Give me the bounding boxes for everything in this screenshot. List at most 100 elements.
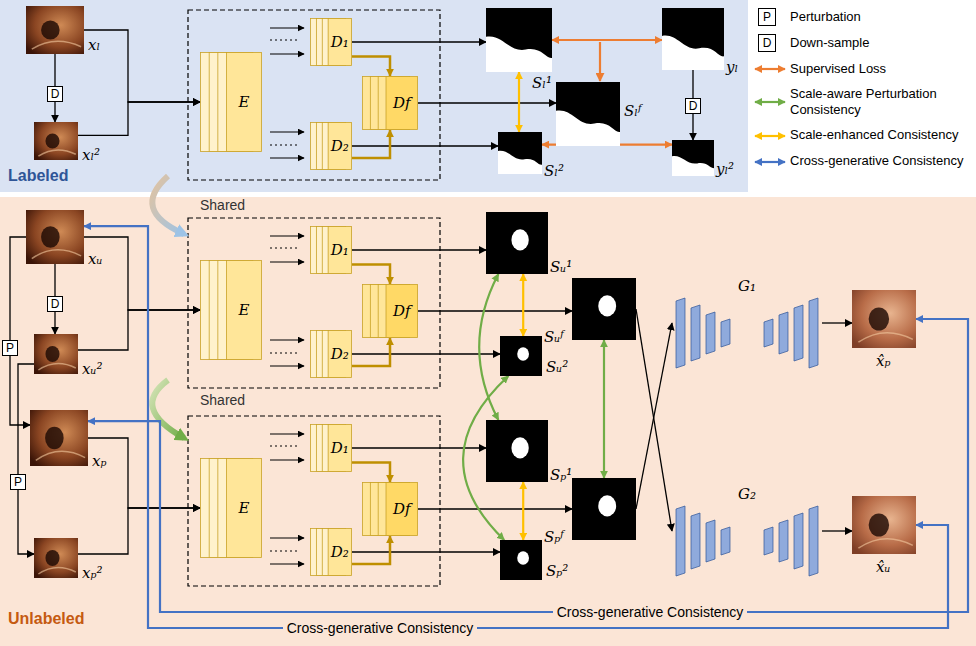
connector	[552, 39, 662, 41]
mask-node: Sₚ²	[500, 540, 542, 580]
network-frame	[188, 416, 440, 586]
math-label: Sᵤ²	[546, 358, 568, 376]
math-label: yₗ	[726, 58, 738, 76]
shared-arrow	[152, 176, 184, 234]
connector	[522, 274, 524, 336]
generator-node: G₂	[672, 484, 822, 578]
connector	[84, 226, 948, 628]
segmentation-mask	[486, 420, 548, 482]
image-node: xᵤ	[26, 210, 84, 264]
network-frame	[188, 218, 440, 388]
legend-arrow-line	[755, 134, 785, 136]
connector	[418, 310, 572, 311]
math-label: x̂ₚ	[876, 352, 890, 370]
endoscopy-photo	[34, 538, 78, 578]
connector	[18, 490, 34, 554]
math-label: Sₗ¹	[532, 74, 552, 92]
skip-arrows	[270, 28, 304, 158]
connector	[10, 356, 30, 425]
math-label: Df	[393, 500, 411, 518]
connector	[88, 438, 200, 508]
segmentation-mask	[672, 140, 714, 176]
unlabeled-ground	[0, 197, 976, 646]
connector	[518, 72, 520, 132]
share-label: Shared	[200, 392, 245, 409]
network-block: D₁	[310, 226, 352, 274]
segmentation-mask	[500, 336, 542, 376]
image-node: xₚ²	[34, 538, 78, 578]
legend-arrow-line	[755, 101, 785, 103]
legend-row: DDown-sample	[752, 34, 972, 52]
connector	[78, 310, 200, 350]
connector	[352, 249, 486, 250]
legend-row: Scale-aware Perturbation Consistency	[752, 86, 972, 119]
network-frame	[188, 10, 440, 180]
network-block: D₂	[310, 122, 352, 170]
network-block: D₁	[310, 18, 352, 66]
segmentation-mask	[662, 8, 724, 70]
network-block: Df	[362, 284, 418, 338]
segmentation-mask	[556, 82, 620, 146]
math-label: xₗ	[88, 36, 100, 54]
legend-text: Cross-generative Consistency	[790, 153, 968, 169]
legend-row: Scale-enhanced Consistency	[752, 127, 972, 145]
mask-node: Sᵤᶠ	[572, 278, 636, 340]
math-label: yₗ²	[716, 160, 734, 178]
endoscopy-photo	[34, 334, 78, 374]
connector	[418, 508, 572, 509]
legend-arrow-line	[755, 160, 785, 162]
connector	[84, 237, 200, 310]
math-label: G₂	[738, 485, 756, 503]
connector	[822, 530, 852, 531]
operator-box: P	[2, 340, 18, 356]
legend-arrow	[752, 153, 790, 171]
math-label: Df	[393, 302, 411, 320]
legend-arrow	[752, 60, 790, 78]
endoscopy-photo	[34, 122, 78, 160]
image-node: x̂ᵤ	[852, 496, 916, 554]
image-node: xₚ	[30, 410, 88, 466]
legend-text: Perturbation	[790, 9, 968, 25]
operator-letter: D	[689, 100, 698, 112]
legend-sample	[752, 153, 790, 171]
math-label: D₂	[331, 345, 349, 363]
skip-arrows	[270, 434, 304, 564]
connector	[822, 322, 852, 323]
mask-node: Sᵤ²	[500, 336, 542, 376]
connector	[418, 102, 556, 103]
connector	[54, 312, 55, 334]
image-node: xₗ²	[34, 122, 78, 160]
operator-box: D	[47, 296, 63, 312]
mask-node: yₗ	[662, 8, 724, 70]
operator-letter: P	[14, 476, 22, 488]
connector	[54, 54, 55, 86]
labeled-ground	[0, 0, 748, 192]
operator-letter: D	[51, 298, 60, 310]
connector	[78, 102, 200, 135]
image-node: x̂ₚ	[852, 290, 916, 348]
math-label: D₁	[331, 33, 349, 51]
math-label: Df	[393, 94, 411, 112]
math-label: Sᵤ¹	[550, 258, 572, 276]
legend-arrow	[752, 93, 790, 111]
connector	[352, 41, 486, 42]
legend-sample	[752, 60, 790, 78]
connector	[84, 30, 200, 102]
legend-letter: D	[763, 37, 772, 49]
share-label: Shared	[200, 197, 245, 214]
connector	[352, 56, 390, 76]
segmentation-mask	[572, 278, 636, 340]
math-label: D₁	[331, 241, 349, 259]
legend-sample: P	[752, 8, 790, 26]
legend-row: PPerturbation	[752, 8, 972, 26]
legend-box: D	[758, 34, 776, 52]
supervised-loss-arrow	[599, 42, 601, 81]
legend-text: Supervised Loss	[790, 61, 968, 77]
math-label: xᵤ	[88, 250, 102, 268]
endoscopy-photo	[26, 6, 84, 54]
math-label: xₗ²	[82, 146, 100, 164]
connector	[352, 353, 500, 354]
image-node: xᵤ²	[34, 334, 78, 374]
math-label: D₁	[331, 439, 349, 457]
